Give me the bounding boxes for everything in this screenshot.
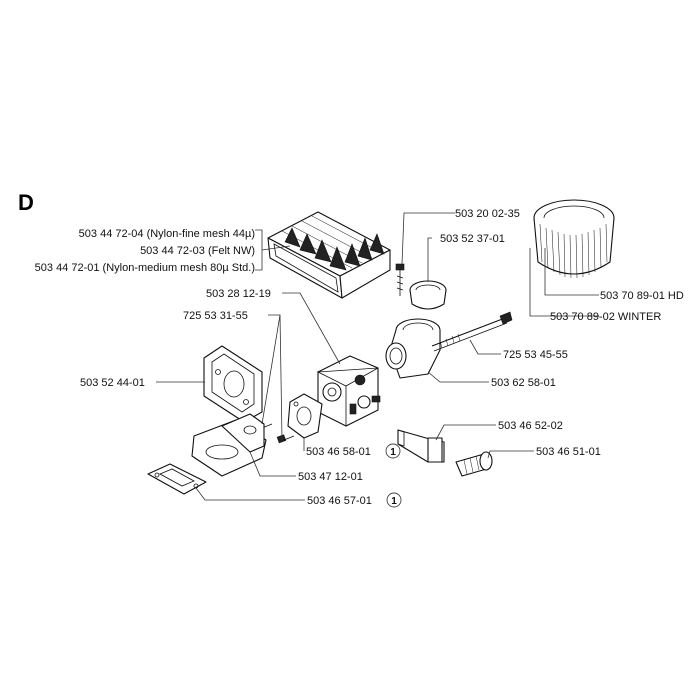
label-long-bolt: 725 53 45-55 xyxy=(503,349,568,361)
label-throttle-rod: 503 46 52-02 xyxy=(498,420,563,432)
label-intake-manifold: 503 47 12-01 xyxy=(298,471,363,483)
label-intake-elbow: 503 62 58-01 xyxy=(491,377,556,389)
carburetor-part xyxy=(316,355,381,427)
label-screws-left: 725 53 31-55 xyxy=(183,310,248,322)
sleeve-part xyxy=(455,451,493,477)
label-filter-nylon-fine: 503 44 72-04 (Nylon-fine mesh 44µ) xyxy=(79,228,255,240)
carb-gasket-part xyxy=(287,393,323,439)
manifold-gasket-badge: 1 xyxy=(386,492,402,508)
carb-gasket-badge: 1 xyxy=(385,443,401,459)
round-air-filter-part xyxy=(533,199,615,279)
label-filter-nylon-medium: 503 44 72-01 (Nylon-medium mesh 80µ Std.… xyxy=(35,262,255,274)
carb-gasket-badge-number: 1 xyxy=(390,447,396,458)
intake-elbow-part xyxy=(385,318,441,379)
intake-manifold-part xyxy=(191,413,267,477)
label-rubber-boot: 503 52 37-01 xyxy=(440,233,505,245)
leader-lines xyxy=(156,212,599,501)
section-letter: D xyxy=(18,190,34,215)
manifold-gasket-part xyxy=(147,463,207,495)
long-bolt-part xyxy=(431,311,513,352)
label-screw-top: 503 20 02-35 xyxy=(455,208,520,220)
label-filter-hd: 503 70 89-01 HD xyxy=(600,290,684,302)
label-filter-winter: 503 70 89-02 WINTER xyxy=(550,311,661,323)
screw-top-part xyxy=(395,263,405,296)
label-carburetor: 503 28 12-19 xyxy=(206,288,271,300)
label-plate: 503 52 44-01 xyxy=(80,377,145,389)
air-filter-part xyxy=(267,211,391,299)
plate-part xyxy=(203,345,263,423)
manifold-gasket-badge-number: 1 xyxy=(391,496,397,507)
label-carb-gasket: 503 46 58-01 xyxy=(306,446,371,458)
throttle-rod-part xyxy=(397,429,445,463)
label-sleeve: 503 46 51-01 xyxy=(536,446,601,458)
rubber-boot-part xyxy=(409,280,447,310)
label-manifold-gasket: 503 46 57-01 xyxy=(307,495,372,507)
label-filter-felt: 503 44 72-03 (Felt NW) xyxy=(140,245,255,257)
